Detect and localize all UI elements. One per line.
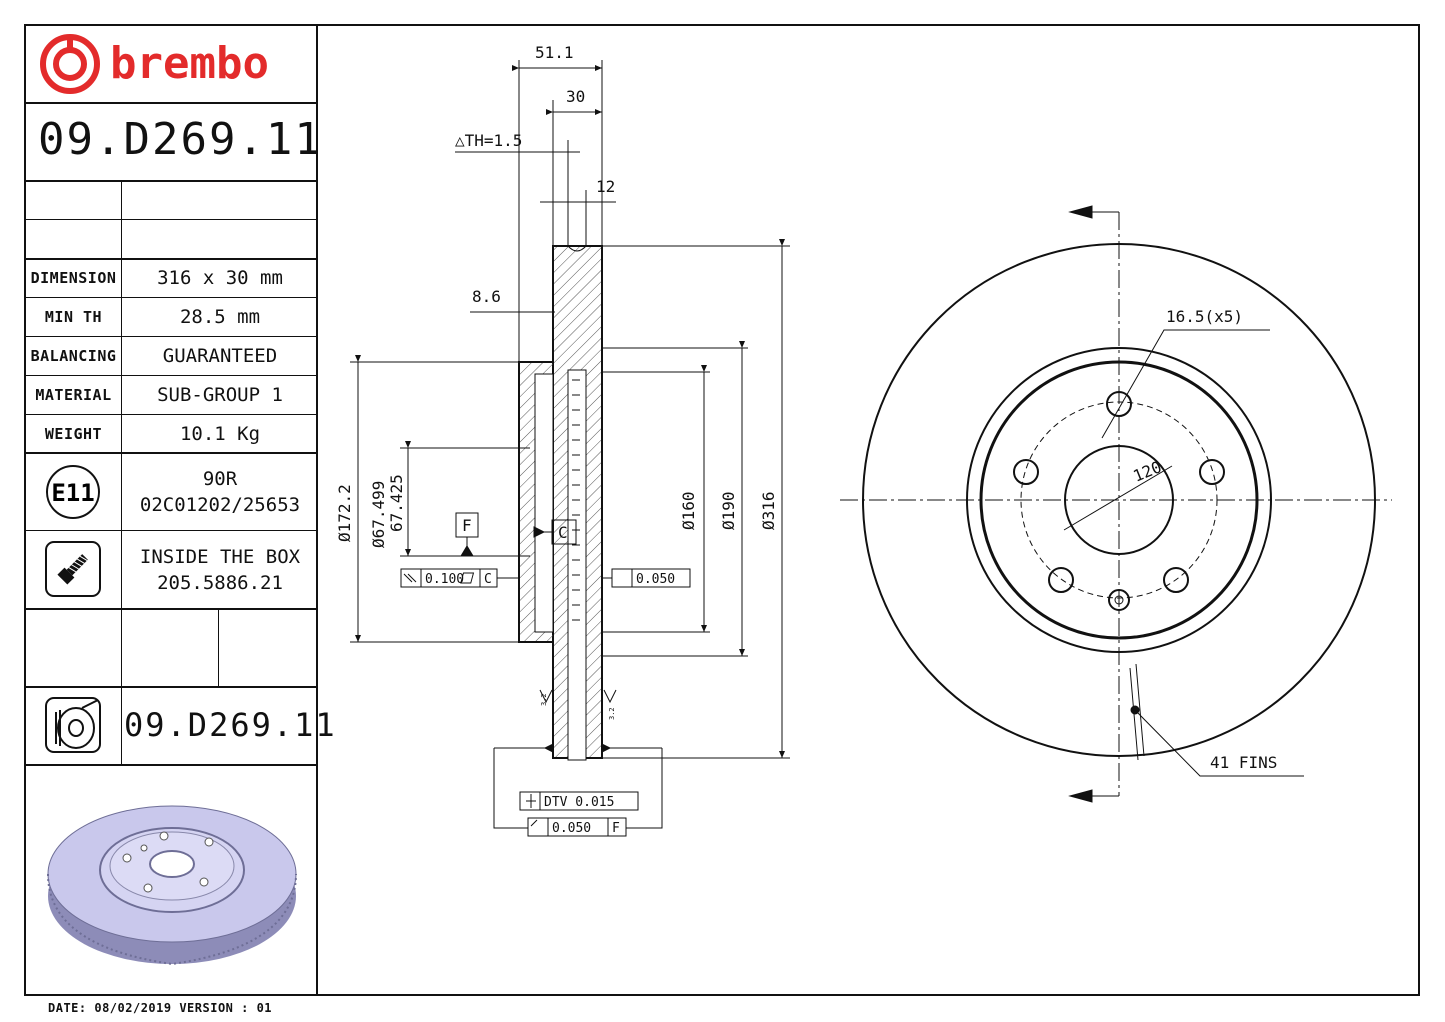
tol-flatness: 0.050 [636,572,675,587]
disc-symbol [44,696,102,754]
spec-value-weight: 10.1 Kg [179,422,261,445]
column-divider [121,180,122,686]
screws-text: INSIDE THE BOX [139,546,301,568]
e11-label: E11 [51,479,94,507]
divider [24,219,318,220]
spec-label-weight: WEIGHT [44,424,103,443]
dia-172: Ø172.2 [335,484,354,542]
brembo-logo-icon: brembo [40,34,269,94]
divider [24,608,318,610]
dia-190: Ø190 [719,491,738,530]
tol-runout-ref: F [612,821,620,836]
dia-316: Ø316 [759,491,778,530]
part-number: 09.D269.11 [38,114,323,165]
dia-160: Ø160 [679,491,698,530]
disc-render-image [47,805,297,966]
datum-f: F [462,516,472,535]
brembo-logo: brembo [34,32,309,96]
homologation-number: 02C01202/25653 [139,494,301,516]
divider [24,686,318,688]
homologation-circle-icon: E11 [46,465,100,519]
screws-code: 205.5886.21 [157,572,283,594]
roughness-right: 3.2 [608,707,616,720]
divider [24,452,318,454]
face-view [840,205,1392,803]
footer-date-version: DATE: 08/02/2019 VERSION : 01 [48,1001,273,1015]
spec-value-dimension: 316 x 30 mm [157,267,283,289]
spec-value-balancing: GUARANTEED [162,345,278,367]
divider [24,180,318,182]
divider [24,530,318,531]
brand-name: brembo [110,38,269,89]
dim-thickness: 30 [566,87,585,106]
dia-67-425: 67.425 [387,474,406,532]
cross-section [350,60,790,837]
dim-delta-th: △TH=1.5 [455,131,522,150]
spec-label-dimension: DIMENSION [30,269,117,287]
screw-box [44,540,102,598]
spec-value-min-th: 28.5 mm [179,306,261,328]
divider [24,414,318,415]
divider [24,375,318,376]
disc-symbol-icon [45,697,101,753]
dia-67-499: Ø67.499 [369,481,388,548]
datum-c: C [558,523,568,542]
bolt-holes: 16.5(x5) [1166,307,1243,326]
part-number-secondary: 09.D269.11 [124,706,337,744]
dim-overall-width: 51.1 [535,43,574,62]
tol-runout: 0.050 [552,821,591,836]
drawing-labels: 51.1 30 △TH=1.5 12 8.6 Ø172.2 Ø67.499 67… [335,43,1277,836]
spec-value-material: SUB-GROUP 1 [157,384,283,406]
divider [24,258,318,260]
divider [24,764,318,766]
spec-label-balancing: BALANCING [30,347,117,365]
divider [24,102,318,104]
disc-render [44,796,300,976]
divider [24,297,318,298]
spec-label-min-th: MIN TH [44,308,103,326]
dim-8-6: 8.6 [472,287,501,306]
tol-parallel: 0.100 [425,572,464,587]
pcd: 120 [1130,457,1164,485]
homologation-code: 90R [202,468,238,490]
column-divider [121,686,122,764]
roughness-left: 3.2 [540,693,548,706]
drawing-frame [24,24,1420,996]
dim-12: 12 [596,177,615,196]
tol-parallel-ref: C [484,572,492,587]
spec-label-material: MATERIAL [35,386,112,404]
column-divider [218,608,219,686]
fins-count: 41 FINS [1210,753,1277,772]
divider [24,336,318,337]
title-block [24,24,318,996]
e11-mark: E11 [44,463,102,521]
screw-icon [45,541,101,597]
tol-dtv: DTV 0.015 [544,795,614,810]
